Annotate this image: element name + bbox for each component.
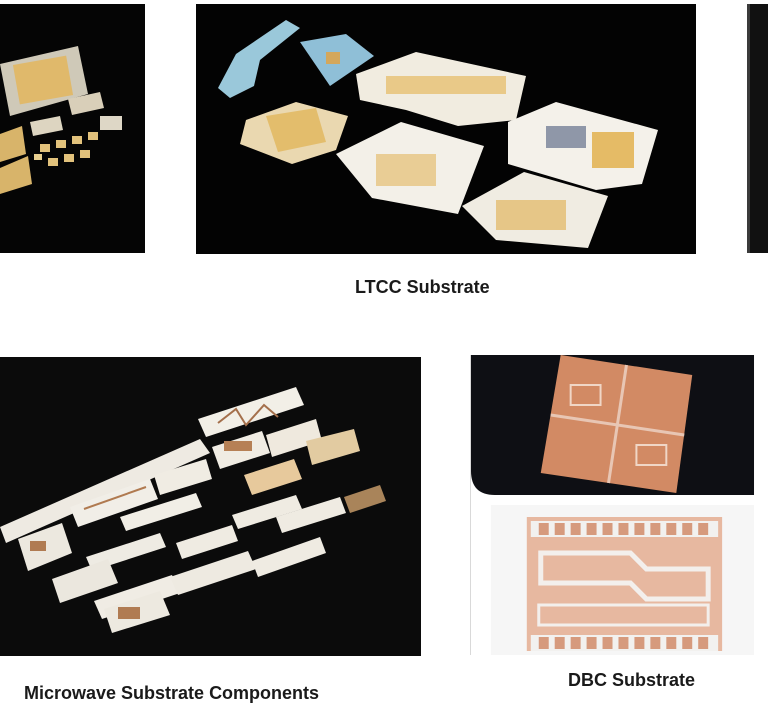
left-substrate-photo-art [0,4,145,253]
microwave-substrate-photo [0,357,421,656]
left-substrate-photo [0,4,145,253]
ltcc-substrate-caption: LTCC Substrate [355,277,490,297]
microwave-substrate-caption: Microwave Substrate Components [24,683,320,703]
dbc-substrate-photo [470,355,757,655]
dbc-substrate-photo-art [471,355,757,655]
right-edge-photo [747,4,768,253]
ltcc-substrate-photo [196,4,696,254]
microwave-substrate-photo-art [0,357,421,656]
dbc-substrate-caption: DBC Substrate [568,670,696,690]
ltcc-substrate-photo-art [196,4,696,254]
right-edge-photo-art [747,4,768,253]
